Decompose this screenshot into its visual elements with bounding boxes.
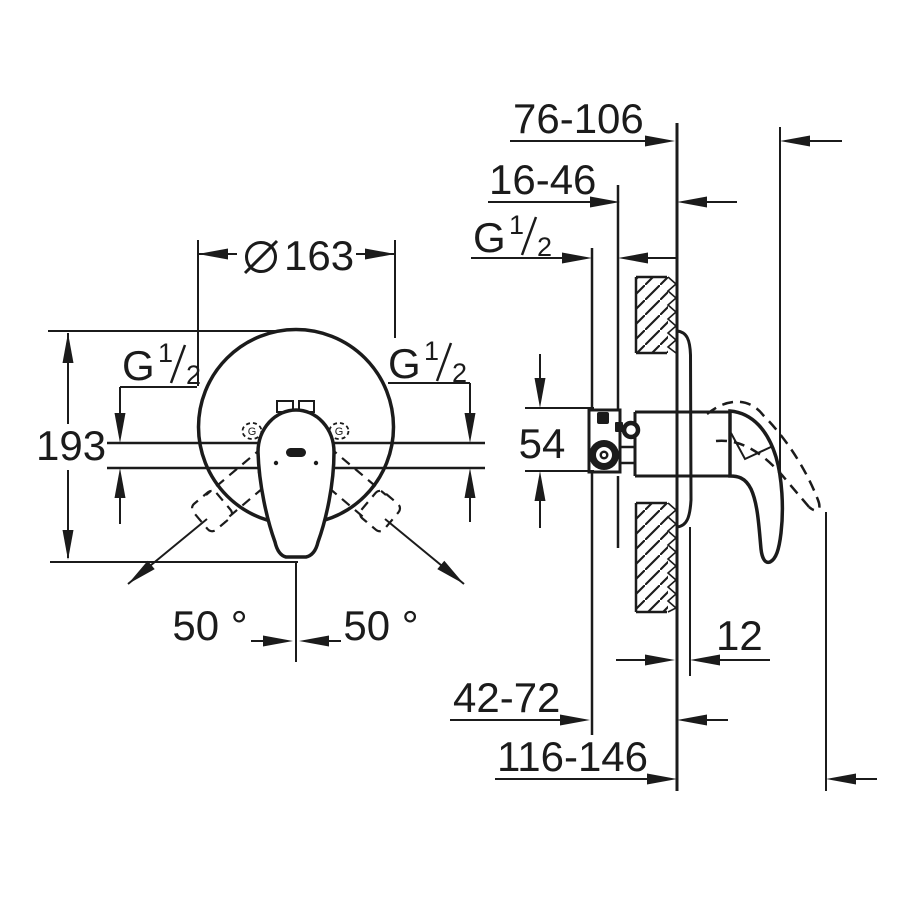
clip-right-icon	[328, 422, 350, 440]
lever-handle-side-dashed	[706, 400, 821, 512]
dim-diameter-text: 163	[284, 232, 354, 279]
thread-denominator: 2	[452, 358, 467, 388]
grohe-logo-icon	[286, 448, 306, 457]
thread-denominator: 2	[537, 232, 552, 262]
dim-pipe-to-wall: 42-72	[450, 674, 728, 726]
dim-wall-to-handle-text: 76-106	[513, 95, 644, 142]
diameter-symbol-icon	[243, 239, 279, 275]
lever-handle-side	[728, 409, 785, 565]
lever-swing-positions	[190, 446, 402, 533]
dim-rough-in-depth: 16-46	[488, 156, 737, 208]
clip-left-letter: G	[248, 426, 257, 438]
valve-detail-square	[597, 412, 609, 424]
dim-wall-to-handle: 76-106	[510, 95, 842, 147]
arrow-up-icon	[62, 333, 74, 363]
arrow-right-icon	[365, 248, 395, 260]
dim-pipe-to-wall-text: 42-72	[453, 674, 560, 721]
side-view: 76-106 16-46 G 1 2	[450, 95, 877, 791]
dim-plate-offset: 12	[616, 612, 770, 666]
thread-label-front-left: G 1 2	[114, 338, 201, 524]
lever-tip-dashed-left	[190, 489, 234, 533]
dim-open-handle-reach-text: 116-146	[497, 733, 648, 780]
dim-diameter: 163	[197, 232, 396, 386]
thread-prefix: G	[388, 340, 421, 387]
thread-numerator: 1	[158, 338, 173, 368]
stop-screw-icon	[621, 420, 641, 440]
extension-lines	[689, 127, 827, 791]
thread-label-front-right: G 1 2	[388, 336, 476, 522]
thread-prefix: G	[473, 214, 506, 261]
wall-section	[634, 123, 679, 791]
dim-valve-height: 54	[519, 354, 594, 528]
lever-tip-dashed-right	[358, 489, 402, 533]
dim-angle-left-text: 50 °	[172, 602, 247, 649]
handle-screw-right	[313, 460, 319, 466]
dim-swing-angles: 50 ° 50 °	[127, 518, 465, 662]
lever-handle-front	[256, 408, 336, 559]
thread-denominator: 2	[186, 360, 201, 390]
dim-plate-offset-text: 12	[716, 612, 763, 659]
mounting-bolt-icon	[589, 440, 619, 470]
escutcheon-plate-side	[676, 329, 693, 529]
thread-numerator: 1	[424, 336, 439, 366]
thread-numerator: 1	[509, 210, 524, 240]
cartridge-housing	[633, 410, 730, 478]
dim-open-handle-reach: 116-146	[495, 733, 877, 785]
dim-overall-height: 193	[36, 330, 300, 563]
arrow-left-icon	[198, 248, 228, 260]
handle-screw-left	[273, 460, 279, 466]
thread-prefix: G	[122, 342, 155, 389]
dim-overall-height-text: 193	[36, 422, 106, 469]
dim-valve-height-text: 54	[519, 420, 566, 467]
front-view: 193 163	[36, 232, 485, 662]
dim-angle-right-text: 50 °	[343, 602, 418, 649]
arrow-down-icon	[62, 530, 74, 560]
valve-body	[587, 408, 641, 474]
valve-detail-tab	[615, 422, 623, 432]
cartridge-connectors	[620, 445, 635, 465]
clip-right-letter: G	[335, 426, 344, 438]
thread-label-side: G 1 2	[471, 210, 676, 264]
dim-rough-in-depth-text: 16-46	[489, 156, 596, 203]
supply-pipe-side	[590, 185, 620, 735]
